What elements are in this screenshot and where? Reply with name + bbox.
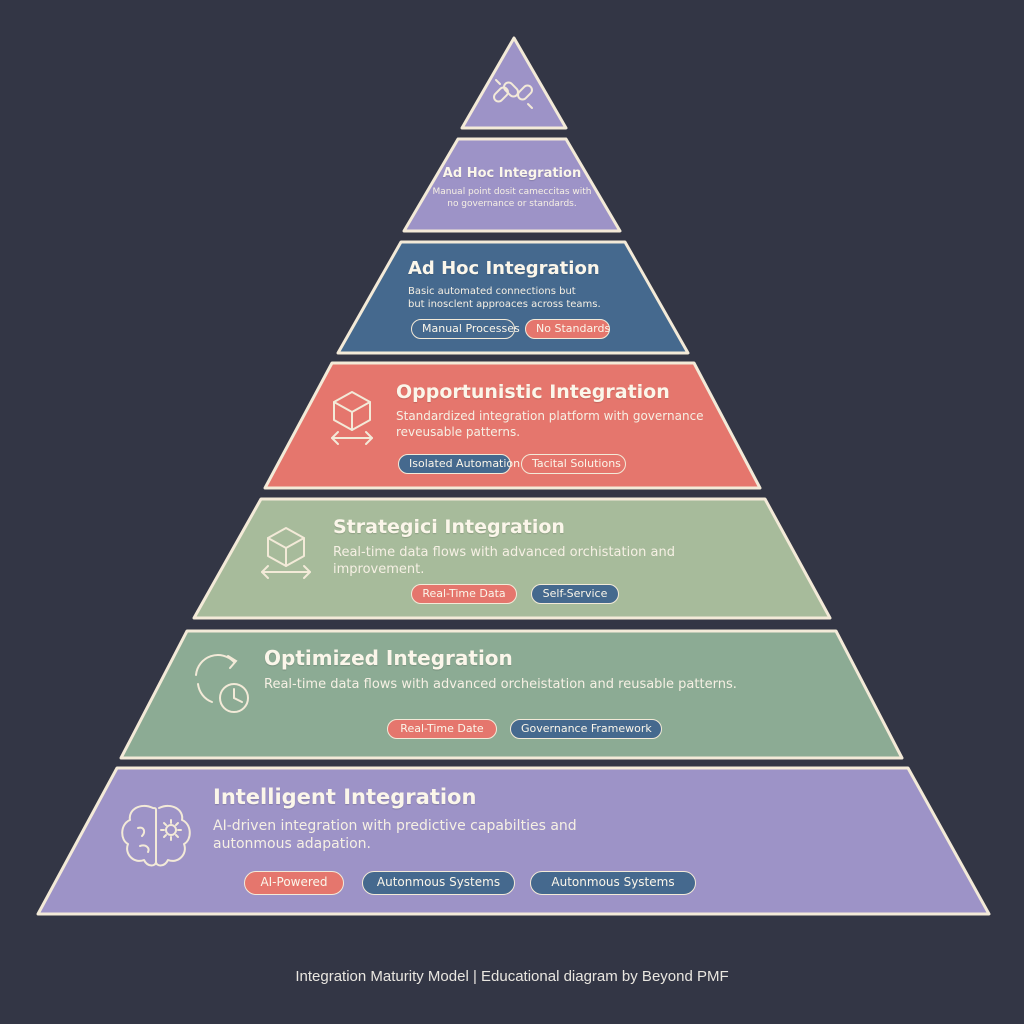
- tier-title: Strategici Integration: [333, 516, 565, 538]
- tier-4-shape: [263, 361, 762, 490]
- tier-title: Ad Hoc Integration: [442, 166, 582, 181]
- broken-chain-icon: [493, 79, 533, 109]
- tier-5-shape: [192, 497, 832, 620]
- tier-2-shape: [402, 137, 622, 233]
- tag-autonmous-systems: Autonmous Systems: [362, 871, 515, 895]
- tier-description: Real-time data flows with advanced orche…: [264, 677, 737, 692]
- tier-description: Manual point dosit cameccitas with no go…: [432, 187, 592, 209]
- tag-self-service: Self-Service: [531, 584, 619, 604]
- tier-description: Basic automated connections but but inos…: [408, 286, 601, 310]
- tag-real-time-data: Real-Time Data: [411, 584, 517, 604]
- brain-gear-icon: [121, 804, 191, 867]
- tier-description: Real-time data flows with advanced orchi…: [333, 545, 676, 577]
- tier-title: Opportunistic Integration: [396, 381, 670, 403]
- tier-title: Optimized Integration: [264, 646, 513, 670]
- caption: Integration Maturity Model | Educational…: [295, 968, 729, 985]
- tag-no-standards: No Standards: [525, 319, 610, 339]
- tier-title: Intelligent Integration: [213, 785, 477, 809]
- cube-arrows-icon: [261, 527, 311, 579]
- tag-autonmous-systems: Autonmous Systems: [530, 871, 696, 895]
- tag-ai-powered: AI-Powered: [244, 871, 344, 895]
- tag-governance-framework: Governance Framework: [510, 719, 662, 739]
- tag-tacital-solutions: Tacital Solutions: [521, 454, 626, 474]
- tag-real-time-date: Real-Time Date: [387, 719, 497, 739]
- tier-description: AI-driven integration with predictive ca…: [213, 818, 577, 853]
- tier-6-shape: [119, 629, 904, 760]
- tier-1-shape: [460, 36, 568, 130]
- tier-title: Ad Hoc Integration: [408, 258, 600, 279]
- tag-manual-processes: Manual Processes: [411, 319, 520, 339]
- tier-description: Standardized integration platform with g…: [396, 409, 704, 439]
- cube-arrows-icon: [331, 391, 373, 445]
- cycle-clock-icon: [195, 654, 249, 713]
- tag-isolated-automation: Isolated Automation: [398, 454, 520, 474]
